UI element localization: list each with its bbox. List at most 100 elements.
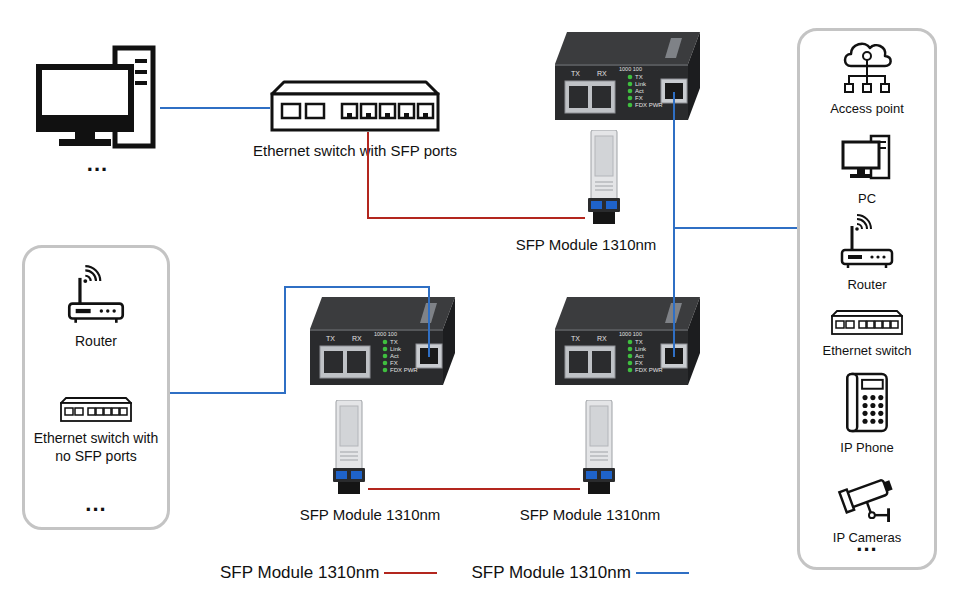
panel-marking: FX [635,95,643,101]
converter-icon-part [310,329,443,331]
converter-icon-part [592,351,611,373]
converter-icon-part [555,329,688,385]
converter-icon-part [320,346,370,378]
ethernet-cable [160,107,270,109]
sfp-icon-part [590,452,608,453]
sfp-icon-part [595,136,613,176]
device-icon-part [104,408,111,415]
converter-icon-part [673,295,675,357]
sfp-icon-part [336,471,347,479]
panel-marking: Act [635,88,644,94]
device-icon-part [870,255,873,258]
sfp-icon-part [338,482,360,494]
device-icon-part [876,255,879,258]
panel-marking: TX [635,339,643,345]
device-icon-part [862,403,867,408]
device-icon-part [845,84,853,92]
computer-icon-part [75,129,95,139]
sfp-icon-part [593,212,615,224]
device-icon-part [849,76,885,84]
converter-icon-part [324,351,343,373]
device-icon-part [855,227,859,231]
end-device: Router [800,214,934,294]
converter-icon-part [347,351,366,373]
sfp-icon-part [591,130,617,200]
converter-icon-part [383,368,388,373]
panel-marking: TX [571,70,580,77]
device-icon-part [846,321,854,328]
module-caption: SFP Module 1310nm [495,506,685,524]
converter-icon-part [673,92,675,120]
device-icon-part [85,270,96,281]
sfp-icon-part [590,460,608,461]
computer-icon-part [135,81,147,85]
sfp-icon-part [590,406,608,446]
device-group: ...Access pointPCRouterEthernet switchIP… [797,28,937,570]
module-caption: SFP Module 1310nm [275,506,465,524]
sfp-icon-part [333,468,365,482]
computer-icon-part [135,70,147,74]
converter-icon-part [688,297,700,385]
sfp-icon-part [340,460,358,461]
converter-icon-part [555,329,688,331]
device-icon-part [78,278,81,304]
ethernet-cable [674,228,797,295]
switch-icon-part [380,104,395,118]
computer-node: ... [35,45,160,180]
device-icon-part [878,395,883,400]
fiber-link [368,132,585,218]
switch-icon-part [418,104,433,118]
converter-icon-part [569,86,588,108]
more-dots: ... [25,493,167,515]
device-icon-part [106,309,109,312]
converter-icon-part [565,346,615,378]
device-icon-part [115,319,118,323]
switch-icon-part [361,104,376,118]
device-icon-part [863,52,871,60]
device-icon-part [891,321,898,328]
switch-icon-part [306,104,324,118]
device-icon [65,264,127,326]
device-icon [844,372,890,433]
end-device: Ethernet switch with no SFP ports [25,397,167,479]
device-icon-part [869,512,875,518]
device-icon-part [112,309,115,312]
device-icon-part [65,408,73,415]
converter-icon-part [628,103,633,108]
device-icon [841,134,893,184]
device-icon-part [100,309,103,312]
sfp-icon-part [340,452,358,453]
panel-marking: RX [352,335,362,342]
converter-icon-part [628,75,633,80]
sfp-icon-part [340,406,358,446]
media-converter: TXRX1000 100TXLinkActFXFDX PWR [555,295,700,385]
sfp-icon-part [591,201,602,209]
sfp-icon-part [601,471,612,479]
device-icon-part [83,279,87,283]
ethernet-cable [170,287,429,393]
panel-marking: Act [390,353,399,359]
sfp-icon [585,130,623,225]
panel-marking: 1000 100 [374,332,397,338]
sfp-module: SFP Module 1310nm [580,400,618,495]
device-icon-part [857,219,867,229]
converter-icon-part [555,64,688,120]
device-caption: IP Phone [803,439,931,456]
computer-icon-part [59,139,111,146]
device-caption: PC [803,190,931,207]
device-icon-part [850,174,872,178]
device-icon-part [76,309,91,313]
panel-marking: FDX PWR [390,367,418,373]
converter-icon-part [628,340,633,345]
device-icon-part [870,403,875,408]
end-device: Ethernet switch [800,310,934,360]
device-icon-part [836,321,844,328]
sfp-icon [330,400,368,495]
device-icon-part [120,408,127,415]
device-icon-part [88,408,95,415]
end-device: IP Phone [800,372,934,456]
device-icon-part [857,215,871,229]
device-icon-part [866,60,868,84]
device-icon-part [875,514,889,516]
converter-icon-part [310,297,455,329]
